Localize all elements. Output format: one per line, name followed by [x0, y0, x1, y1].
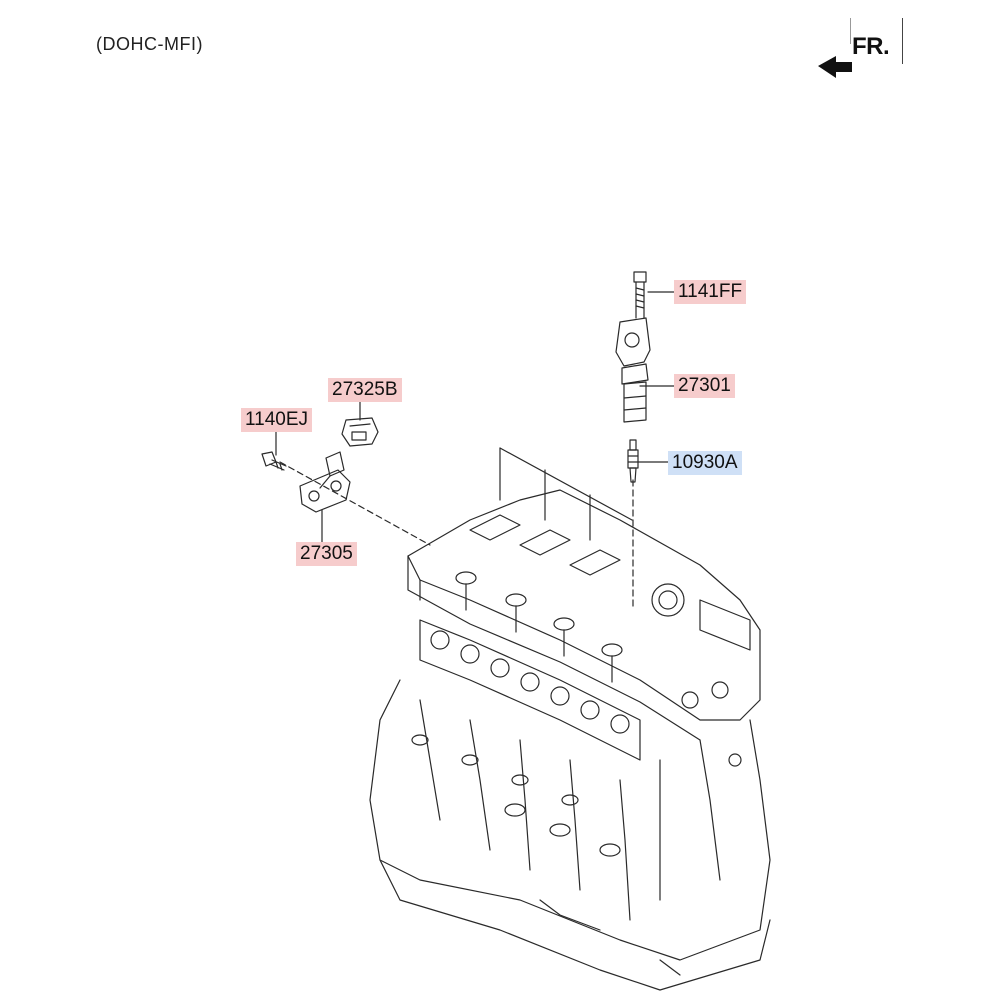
coil-bolt	[633, 271, 647, 319]
spark-plug	[627, 439, 639, 483]
connector-cap	[341, 417, 379, 447]
front-direction-label: FR.	[852, 33, 890, 60]
leader-lines	[275, 291, 675, 611]
ignition-coil	[615, 317, 651, 423]
callout-27305[interactable]: 27305	[296, 542, 357, 566]
callout-1141FF[interactable]: 1141FF	[674, 280, 747, 304]
coil-bracket	[299, 451, 351, 513]
callout-1140EJ[interactable]: 1140EJ	[241, 408, 313, 432]
engine-block	[369, 489, 771, 991]
front-arrow-icon	[818, 56, 852, 78]
header-note: (DOHC-MFI)	[96, 34, 203, 54]
callout-27325B[interactable]: 27325B	[328, 378, 402, 402]
callout-27301[interactable]: 27301	[674, 374, 735, 398]
callout-10930A[interactable]: 10930A	[668, 451, 742, 475]
bracket-bolt	[261, 451, 287, 471]
